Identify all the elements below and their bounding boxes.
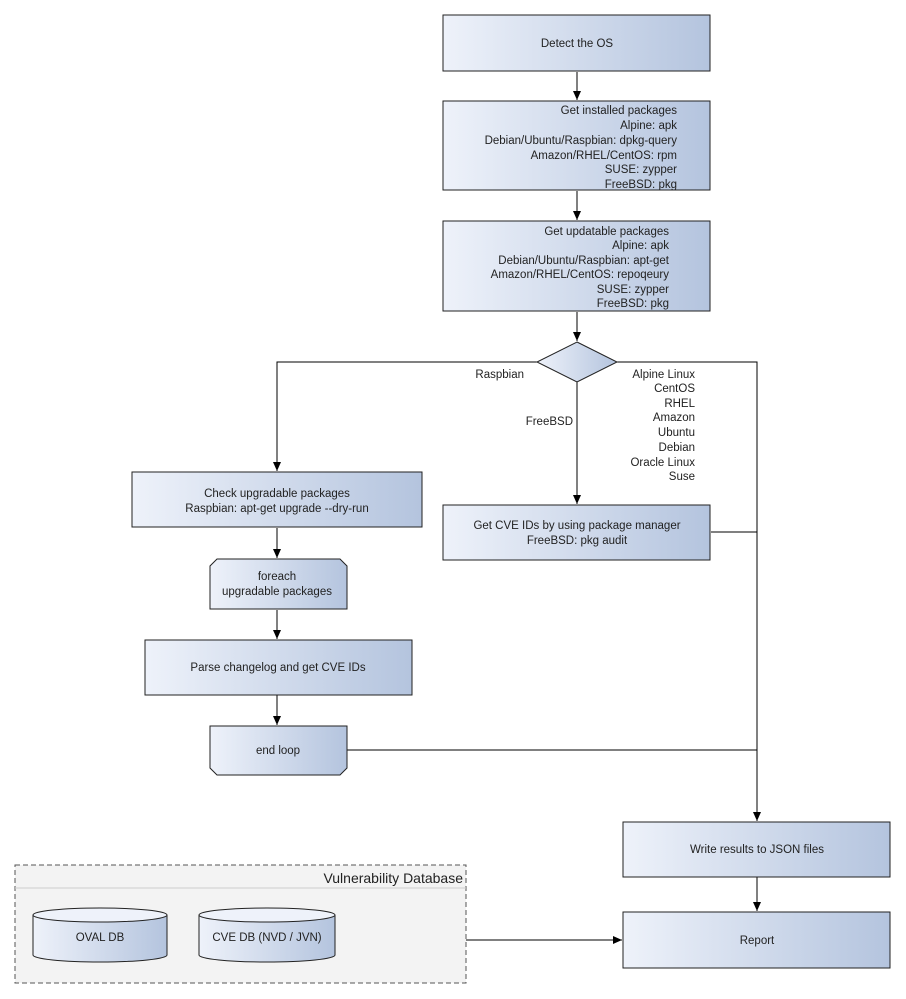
- os-label: Ubuntu: [658, 427, 695, 439]
- connectors: [273, 72, 761, 944]
- report-box: Report: [622, 911, 891, 969]
- end-loop-label: end loop: [256, 745, 300, 757]
- cve-db-cylinder: CVE DB (NVD / JVN): [198, 907, 336, 963]
- os-label: RHEL: [664, 398, 695, 410]
- installed-line: Get installed packages: [561, 105, 678, 117]
- updatable-line: Get updatable packages: [544, 226, 669, 238]
- parse-changelog-label: Parse changelog and get CVE IDs: [190, 662, 365, 674]
- os-label: Debian: [659, 442, 695, 454]
- os-label: Oracle Linux: [630, 457, 695, 469]
- cve-db-label: CVE DB (NVD / JVN): [212, 932, 321, 944]
- installed-packages-box: Get installed packages Alpine: apk Debia…: [442, 100, 711, 191]
- os-label: Alpine Linux: [632, 369, 695, 381]
- write-json-box: Write results to JSON files: [622, 821, 891, 878]
- installed-line: FreeBSD: pkg: [605, 179, 677, 191]
- vulnerability-database-group: Vulnerability Database OVAL DB CVE DB (N…: [14, 864, 467, 984]
- installed-line: Alpine: apk: [620, 120, 677, 132]
- detect-os-box: Detect the OS: [442, 14, 711, 72]
- updatable-line: Amazon/RHEL/CentOS: repoqeury: [491, 269, 670, 281]
- installed-line: SUSE: zypper: [605, 164, 677, 176]
- other-os-branch-labels: Alpine Linux CentOS RHEL Amazon Ubuntu D…: [630, 369, 695, 483]
- vulnerability-database-title: Vulnerability Database: [323, 870, 463, 886]
- installed-line: Amazon/RHEL/CentOS: rpm: [531, 150, 677, 162]
- end-loop-box: end loop: [209, 725, 348, 776]
- parse-changelog-box: Parse changelog and get CVE IDs: [144, 639, 413, 696]
- check-upgradable-box: Check upgradable packages Raspbian: apt-…: [131, 471, 423, 528]
- foreach-loop-box: foreach upgradable packages: [209, 558, 348, 610]
- updatable-line: Debian/Ubuntu/Raspbian: apt-get: [498, 255, 670, 267]
- raspbian-branch-label: Raspbian: [475, 369, 524, 381]
- report-label: Report: [740, 935, 775, 947]
- get-cve-ids-line: Get CVE IDs by using package manager: [473, 520, 680, 532]
- check-upgradable-line: Check upgradable packages: [204, 488, 350, 500]
- get-cve-ids-line: FreeBSD: pkg audit: [527, 535, 628, 547]
- updatable-line: Alpine: apk: [612, 240, 669, 252]
- freebsd-branch-label: FreeBSD: [526, 416, 573, 428]
- write-json-label: Write results to JSON files: [690, 844, 824, 856]
- check-upgradable-line: Raspbian: apt-get upgrade --dry-run: [185, 503, 368, 515]
- foreach-line: foreach: [258, 571, 296, 583]
- oval-db-cylinder: OVAL DB: [32, 907, 168, 963]
- oval-db-label: OVAL DB: [76, 932, 125, 944]
- os-label: Amazon: [653, 412, 695, 424]
- updatable-line: SUSE: zypper: [597, 284, 669, 296]
- os-decision-diamond: [535, 341, 619, 383]
- get-cve-ids-box: Get CVE IDs by using package manager Fre…: [442, 504, 711, 561]
- installed-line: Debian/Ubuntu/Raspbian: dpkg-query: [485, 135, 678, 147]
- os-label: CentOS: [654, 383, 695, 395]
- updatable-line: FreeBSD: pkg: [597, 298, 669, 310]
- os-label: Suse: [669, 471, 695, 483]
- detect-os-label: Detect the OS: [541, 38, 614, 50]
- foreach-line: upgradable packages: [222, 586, 332, 598]
- updatable-packages-box: Get updatable packages Alpine: apk Debia…: [442, 220, 711, 312]
